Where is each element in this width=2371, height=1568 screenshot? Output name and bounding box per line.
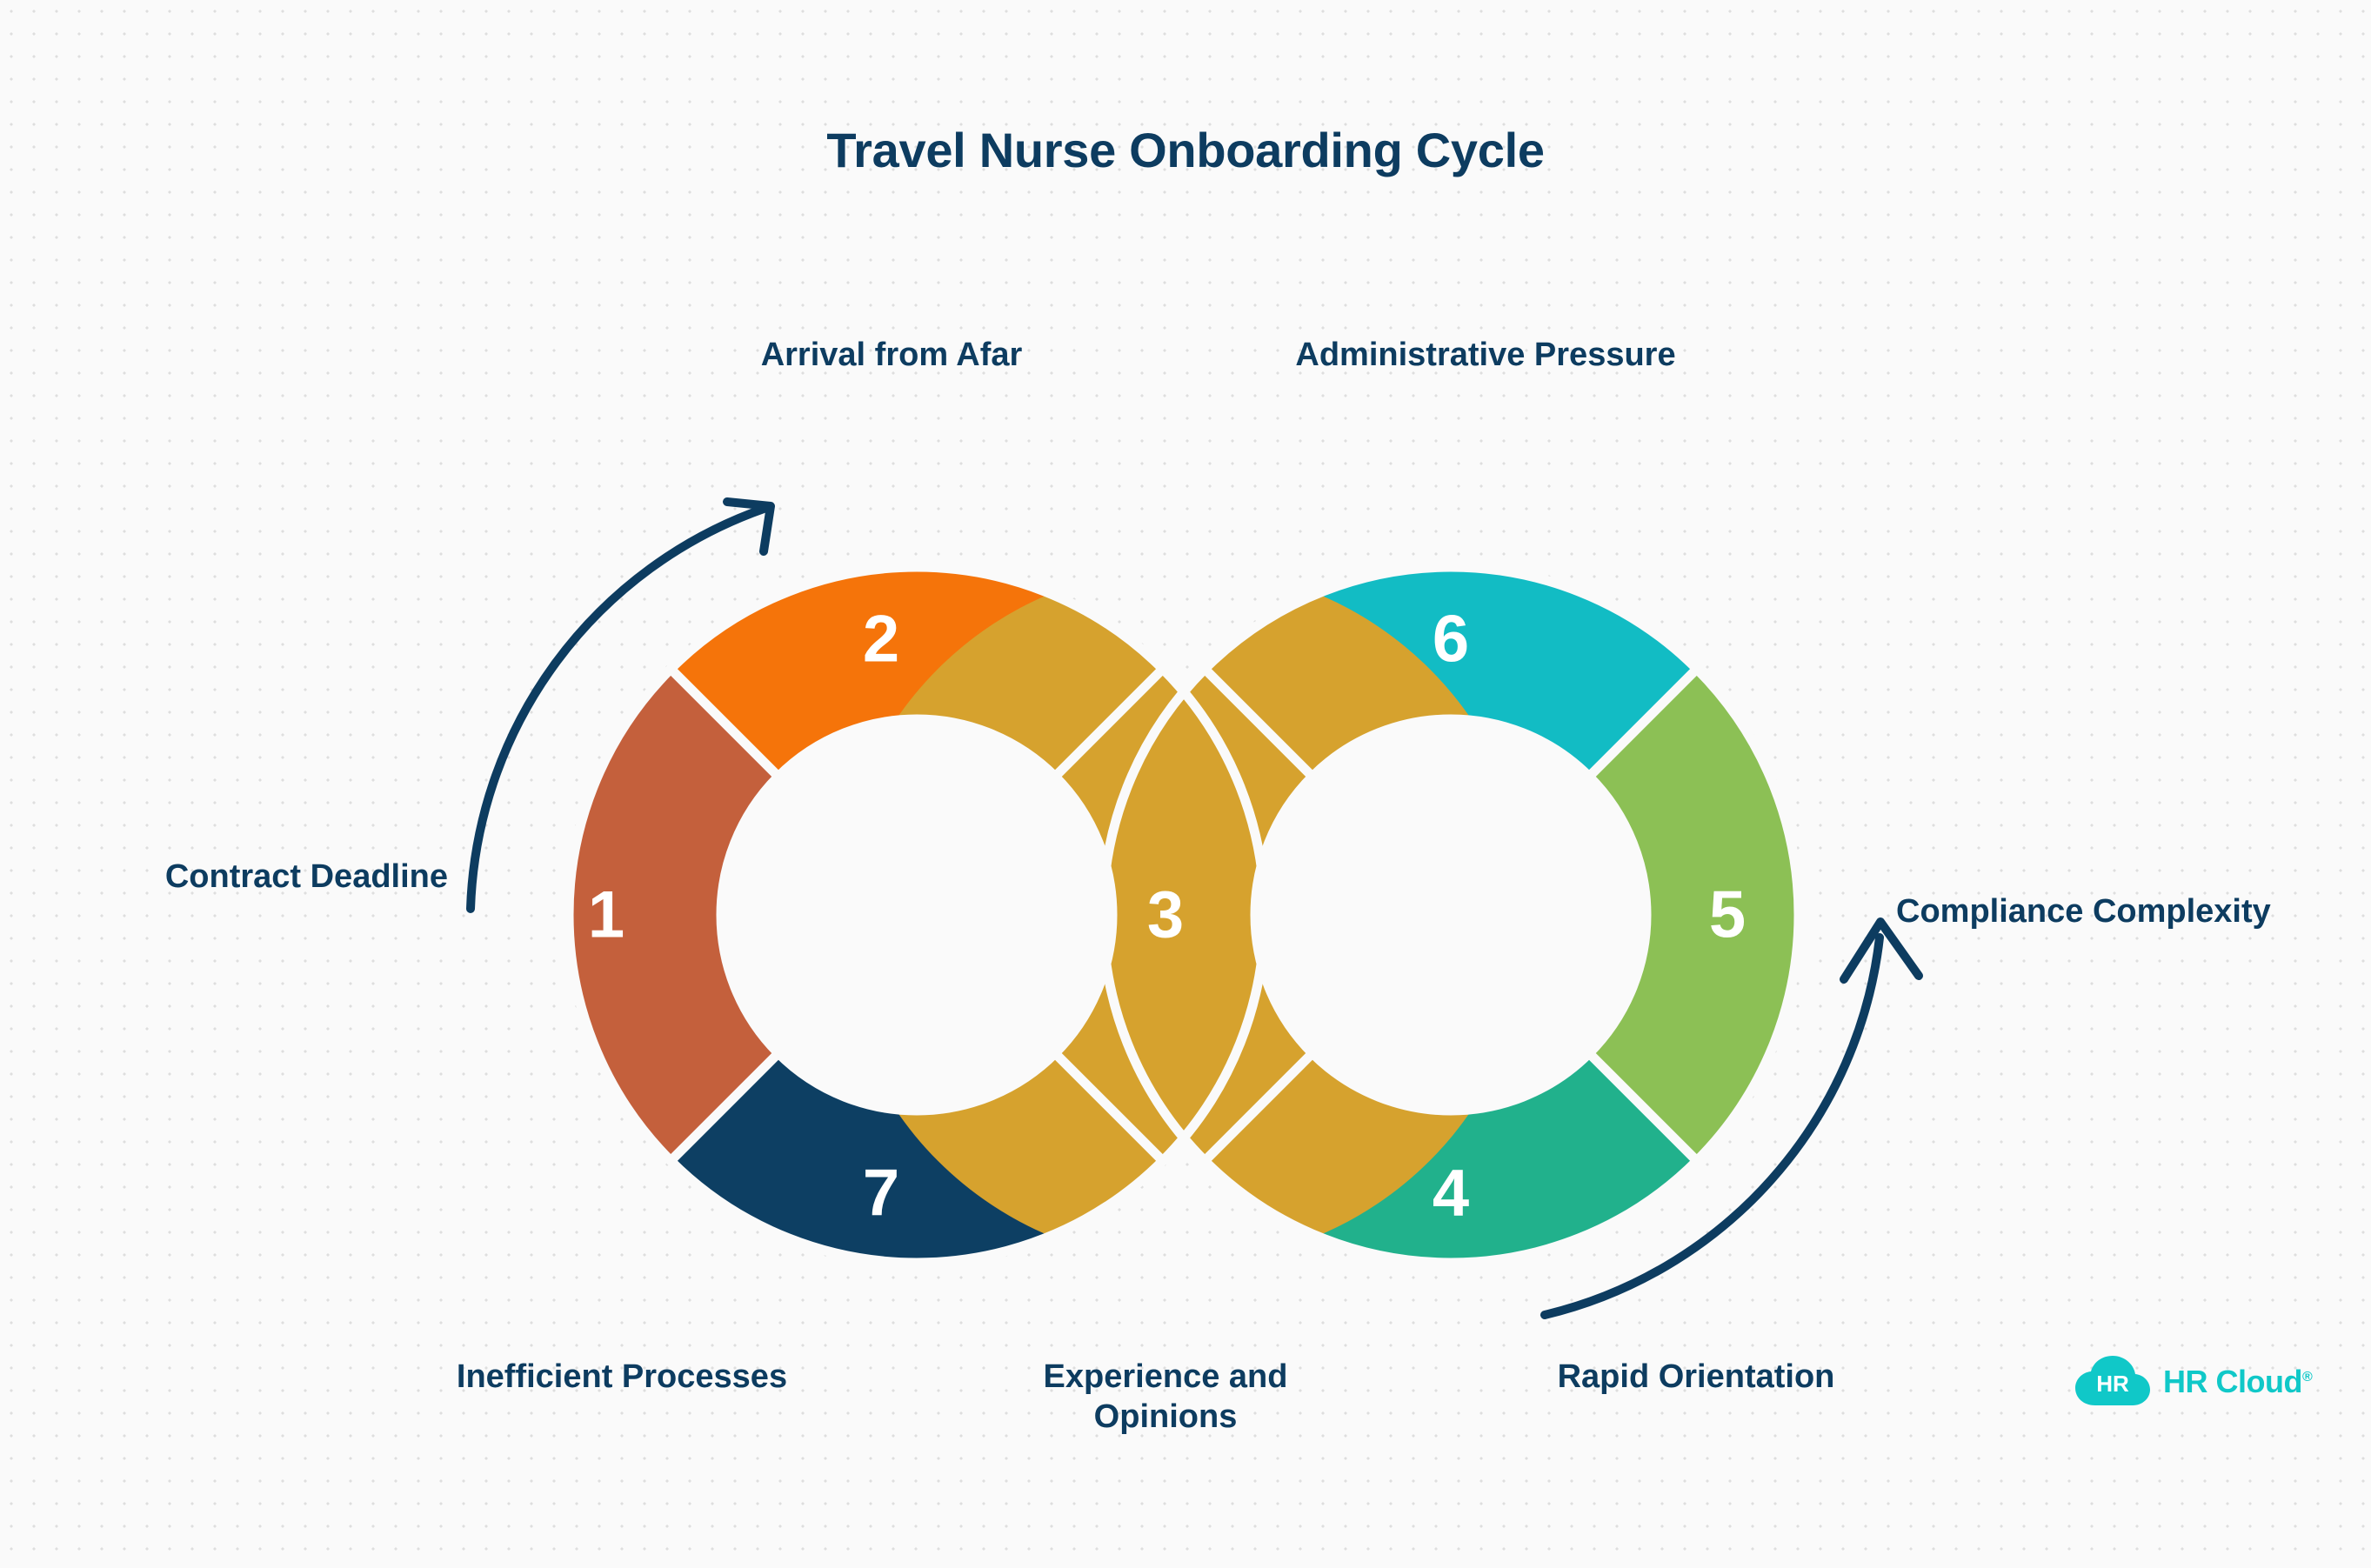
hr-cloud-logo[interactable]: HR HR Cloud® [2074,1355,2313,1409]
cloud-icon: HR [2074,1355,2151,1409]
segment-1-arc[interactable] [568,669,778,1161]
segment-number-2: 2 [863,603,899,677]
label-inefficient-processes: Inefficient Processes [456,1358,788,1395]
segment-5-arc[interactable] [1589,669,1800,1161]
segment-number-6: 6 [1433,603,1469,677]
right-ring-hole [1258,722,1644,1108]
hr-cloud-wordmark-text: HR Cloud [2163,1364,2302,1399]
left-ring-hole [724,722,1110,1108]
left-curved-arrow [466,497,775,913]
label-compliance-complexity: Compliance Complexity [1896,893,2271,930]
label-contract-deadline: Contract Deadline [164,858,448,895]
page-title: Travel Nurse Onboarding Cycle [826,123,1545,177]
segment-number-4: 4 [1433,1157,1469,1231]
segment-number-7: 7 [863,1157,899,1231]
segment-number-1: 1 [588,878,624,952]
label-rapid-orientation: Rapid Orientation [1557,1358,1835,1395]
segment-number-5: 5 [1709,878,1746,952]
hr-badge-text: HR [2096,1371,2129,1397]
right-curved-arrow [1540,917,1923,1319]
hr-cloud-wordmark: HR Cloud® [2163,1364,2313,1400]
segment-number-3: 3 [1147,878,1184,952]
label-administrative-pressure: Administrative Pressure [1295,337,1676,373]
label-arrival-from-afar: Arrival from Afar [760,337,1023,373]
registered-mark: ® [2301,1370,2313,1385]
label-experience-and-opinions: Experience and Opinions [1043,1358,1288,1436]
